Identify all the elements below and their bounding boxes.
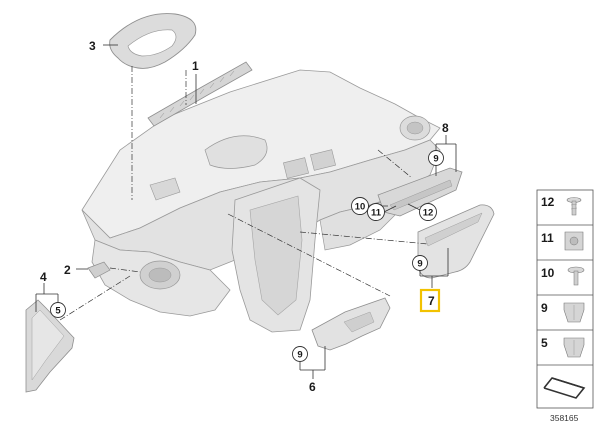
callout-7: 7 bbox=[428, 294, 435, 308]
callout-3: 3 bbox=[89, 39, 96, 53]
center-console-inner bbox=[249, 195, 303, 316]
legend-num-9: 9 bbox=[541, 301, 548, 315]
nut-clip-icon bbox=[564, 231, 584, 251]
part-4-side-trim bbox=[25, 299, 75, 393]
legend-num-12: 12 bbox=[541, 195, 555, 209]
callout-11: 11 bbox=[371, 208, 382, 219]
circled-callouts: 5 9 9 9 10 11 12 bbox=[50, 150, 444, 362]
left-air-vent bbox=[149, 177, 181, 201]
clip-icon bbox=[563, 337, 585, 358]
callout-10: 10 bbox=[355, 202, 366, 213]
leader-lines bbox=[35, 44, 457, 379]
callout-9-upper: 9 bbox=[433, 154, 438, 165]
part-1-vent-strip bbox=[147, 61, 253, 127]
callout-labels: 3 1 2 4 8 7 6 bbox=[40, 39, 449, 394]
cut-line-icon bbox=[543, 377, 586, 399]
part-3-trim bbox=[109, 13, 197, 69]
center-vent-right bbox=[310, 149, 336, 171]
callout-8: 8 bbox=[442, 121, 449, 135]
callout-2: 2 bbox=[64, 263, 71, 277]
callout-12: 12 bbox=[423, 208, 434, 219]
right-air-vent-inner bbox=[406, 121, 424, 135]
dashboard-body bbox=[81, 69, 441, 333]
dash-dot-lines bbox=[59, 66, 429, 321]
legend-num-5: 5 bbox=[541, 336, 548, 350]
callout-5: 5 bbox=[55, 306, 61, 317]
callout-4: 4 bbox=[40, 270, 47, 284]
callout-9-middle: 9 bbox=[417, 259, 422, 270]
legend-num-11: 11 bbox=[541, 231, 554, 245]
part-2-clip bbox=[87, 261, 111, 279]
legend-num-10: 10 bbox=[541, 266, 555, 280]
screw-icon bbox=[567, 266, 585, 286]
callout-7-highlight bbox=[419, 288, 441, 313]
center-vent-left bbox=[283, 157, 309, 179]
fastener-legend: 12 11 10 9 5 bbox=[536, 189, 594, 409]
callout-1: 1 bbox=[192, 59, 199, 73]
callout-9-lower: 9 bbox=[297, 350, 302, 361]
screw-icon bbox=[566, 197, 582, 216]
part-6-lower-trim bbox=[311, 297, 391, 351]
callout-6: 6 bbox=[309, 380, 316, 394]
instrument-pod bbox=[204, 135, 268, 169]
clip-icon bbox=[563, 302, 585, 323]
reference-number: 358165 bbox=[550, 413, 579, 423]
part-7-panel bbox=[417, 204, 495, 279]
steering-column-inner bbox=[148, 267, 172, 283]
